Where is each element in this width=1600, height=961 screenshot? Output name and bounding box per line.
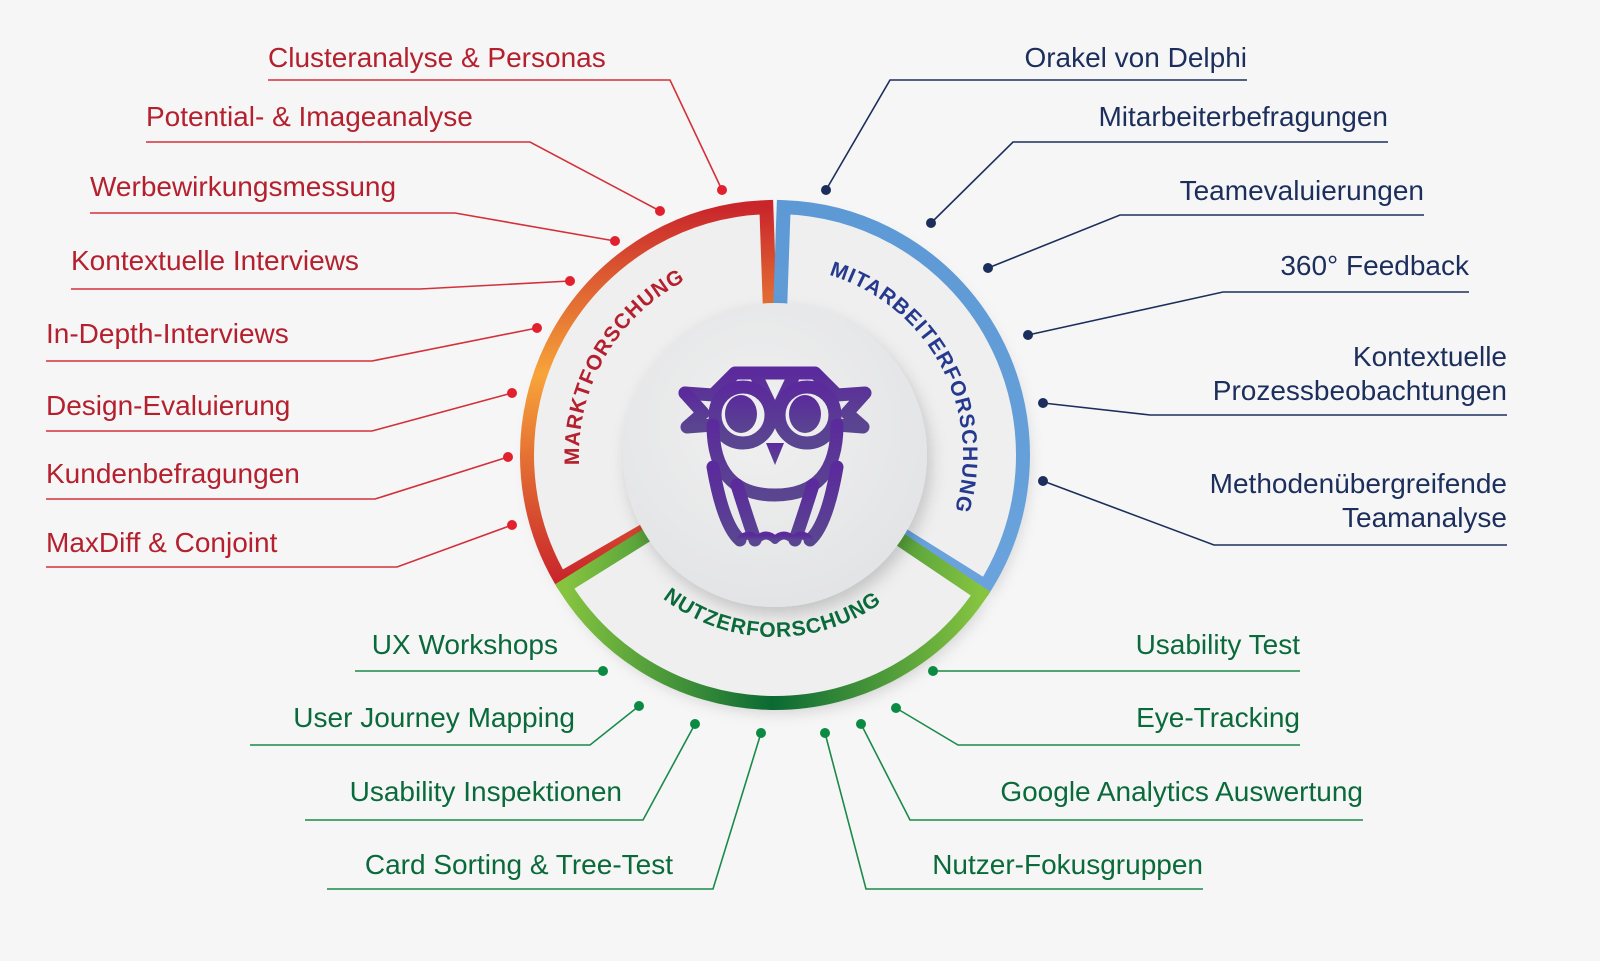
list-item[interactable]: Kontextuelle Prozessbeobachtungen [1038, 341, 1507, 416]
list-item[interactable]: Teamevaluierungen [983, 175, 1424, 273]
connector-dot [856, 719, 866, 729]
item-label: Orakel von Delphi [1024, 42, 1247, 73]
connector-line [895, 707, 1300, 746]
item-label: Werbewirkungsmessung [90, 171, 396, 202]
connector-dot [926, 218, 936, 228]
connector-dot [983, 263, 993, 273]
item-label: UX Workshops [372, 629, 558, 660]
list-item[interactable]: Card Sorting & Tree-Test [327, 728, 766, 890]
item-label: In-Depth-Interviews [46, 318, 289, 349]
connector-line [824, 732, 1203, 890]
connector-dot [507, 388, 517, 398]
item-label: User Journey Mapping [293, 702, 575, 733]
connector-dot [503, 452, 513, 462]
segment-ring [520, 199, 1030, 710]
list-item[interactable]: Orakel von Delphi [821, 42, 1247, 195]
connector-line [305, 723, 696, 821]
list-item[interactable]: Kundenbefragungen [46, 452, 513, 500]
item-label: Google Analytics Auswertung [1000, 776, 1363, 807]
list-item[interactable]: In-Depth-Interviews [46, 318, 542, 362]
connector-line [250, 705, 640, 746]
connector-line [46, 327, 538, 362]
list-item[interactable]: UX Workshops [355, 629, 608, 676]
connector-dot [1038, 476, 1048, 486]
connector-line [930, 141, 1388, 224]
list-item[interactable]: Nutzer-Fokusgruppen [820, 728, 1203, 890]
connector-dot [1023, 330, 1033, 340]
connector-dot [821, 185, 831, 195]
list-item[interactable]: Werbewirkungsmessung [90, 171, 620, 246]
list-item[interactable]: Clusteranalyse & Personas [268, 42, 727, 195]
markt-items: Clusteranalyse & Personas Potential- & I… [46, 42, 727, 568]
item-label: Clusteranalyse & Personas [268, 42, 606, 73]
item-label: Potential- & Imageanalyse [146, 101, 473, 132]
connector-dot [717, 185, 727, 195]
connector-dot [690, 719, 700, 729]
connector-line [1027, 291, 1469, 336]
list-item[interactable]: MaxDiff & Conjoint [46, 520, 517, 568]
connector-line [987, 214, 1424, 269]
connector-dot [1038, 398, 1048, 408]
item-label: 360° Feedback [1280, 250, 1470, 281]
item-label: Teamevaluierungen [1180, 175, 1424, 206]
item-label: Card Sorting & Tree-Test [365, 849, 673, 880]
connector-dot [655, 206, 665, 216]
connector-dot [820, 728, 830, 738]
connector-dot [928, 666, 938, 676]
list-item[interactable]: Mitarbeiterbefragungen [926, 101, 1388, 228]
list-item[interactable]: Google Analytics Auswertung [856, 719, 1363, 821]
owl-pupils [725, 395, 821, 465]
item-label: Usability Inspektionen [350, 776, 622, 807]
item-label-line1: Methodenübergreifende [1210, 468, 1507, 499]
item-label-line2: Prozessbeobachtungen [1213, 375, 1507, 406]
item-label: Kontextuelle Interviews [71, 245, 359, 276]
list-item[interactable]: Potential- & Imageanalyse [146, 101, 665, 216]
connector-dot [507, 520, 517, 530]
connector-line [1042, 480, 1507, 546]
item-label: Usability Test [1136, 629, 1301, 660]
connector-dot [532, 323, 542, 333]
connector-line [46, 456, 509, 500]
connector-line [1042, 402, 1507, 416]
connector-dot [565, 276, 575, 286]
segment-nutzerforschung[interactable] [564, 529, 981, 703]
nutzer-right-items: Usability Test Eye-Tracking Google Analy… [820, 629, 1363, 890]
owl-icon [678, 366, 872, 547]
list-item[interactable]: 360° Feedback [1023, 250, 1470, 340]
connector-line [46, 524, 513, 568]
connector-dot [634, 701, 644, 711]
connector-line [90, 212, 616, 242]
mitarbeiter-items: Orakel von Delphi Mitarbeiterbefragungen… [821, 42, 1507, 546]
item-label: Kundenbefragungen [46, 458, 300, 489]
list-item[interactable]: Usability Inspektionen [305, 719, 700, 821]
connector-dot [598, 666, 608, 676]
item-label: Eye-Tracking [1136, 702, 1300, 733]
list-item[interactable]: Usability Test [928, 629, 1300, 676]
item-label: Nutzer-Fokusgruppen [932, 849, 1203, 880]
list-item[interactable]: Methodenübergreifende Teamanalyse [1038, 468, 1507, 546]
item-label: Design-Evaluierung [46, 390, 290, 421]
item-label: Mitarbeiterbefragungen [1098, 101, 1388, 132]
item-label-line2: Teamanalyse [1342, 502, 1507, 533]
list-item[interactable]: Eye-Tracking [891, 702, 1300, 746]
connector-line [268, 79, 723, 191]
item-label-line1: Kontextuelle [1353, 341, 1507, 372]
connector-dot [610, 236, 620, 246]
list-item[interactable]: Kontextuelle Interviews [71, 245, 575, 290]
connector-line [860, 723, 1363, 821]
list-item[interactable]: User Journey Mapping [250, 701, 644, 746]
connector-line [71, 280, 571, 290]
connector-line [46, 392, 513, 432]
connector-line [825, 79, 1247, 191]
connector-line [146, 141, 661, 212]
list-item[interactable]: Design-Evaluierung [46, 388, 517, 432]
item-label: MaxDiff & Conjoint [46, 527, 278, 558]
connector-line [327, 732, 762, 890]
nutzer-left-items: UX Workshops User Journey Mapping Usabil… [250, 629, 766, 890]
connector-dot [891, 703, 901, 713]
connector-dot [756, 728, 766, 738]
